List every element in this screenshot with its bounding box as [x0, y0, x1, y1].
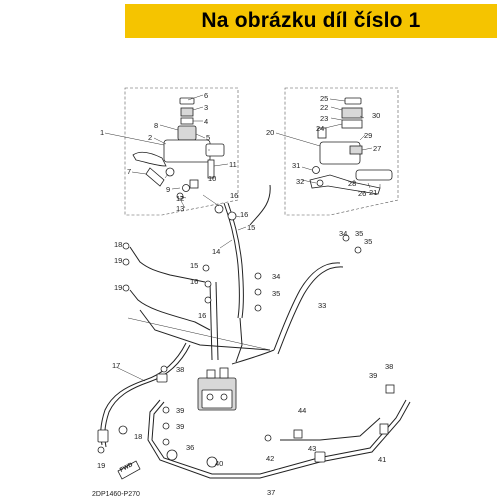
callout-8: 8: [154, 121, 158, 130]
callout-43: 43: [308, 444, 316, 453]
callout-7: 7: [127, 167, 131, 176]
callout-33: 33: [318, 301, 326, 310]
banner-text: Na obrázku díl číslo 1: [201, 9, 421, 32]
callout-9: 9: [166, 185, 170, 194]
callout-17: 17: [112, 361, 120, 370]
callout-19-b: 19: [114, 283, 122, 292]
callout-31: 31: [292, 161, 300, 170]
callout-16-c: 16: [190, 277, 198, 286]
callout-labels: 1 2 3 4 5 6 7 8 9 10 11 12 13 14 15 15 1…: [97, 91, 393, 497]
abs-hydraulic-unit: [197, 367, 237, 411]
callout-19-a: 19: [114, 256, 122, 265]
forward-direction-marker: FWD: [117, 460, 141, 480]
callout-38-right: 38: [385, 362, 393, 371]
callout-44: 44: [298, 406, 306, 415]
callout-26: 26: [358, 189, 366, 198]
callout-11: 11: [229, 160, 237, 169]
callout-1: 1: [100, 128, 104, 137]
part-number-banner: Na obrázku díl číslo 1: [125, 4, 497, 38]
callout-16-d: 16: [198, 311, 206, 320]
callout-14: 14: [212, 247, 220, 256]
callout-16-a: 16: [230, 191, 238, 200]
callout-32: 32: [296, 177, 304, 186]
callout-28: 28: [348, 179, 356, 188]
callout-4: 4: [204, 117, 208, 126]
callout-18-upper: 18: [114, 240, 122, 249]
callout-12: 12: [176, 194, 184, 203]
callout-25: 25: [320, 94, 328, 103]
callout-15-upper: 15: [247, 223, 255, 232]
rear-master-cylinder-box: [284, 87, 399, 216]
callout-42: 42: [266, 454, 274, 463]
diagram-code: 2DP1460-P270: [92, 491, 140, 498]
rear-brake-hose: [147, 384, 411, 479]
callout-3: 3: [204, 103, 208, 112]
callout-20: 20: [266, 128, 274, 137]
callout-35-c: 35: [272, 289, 280, 298]
callout-34-upper: 34: [339, 229, 347, 238]
callout-39-c: 39: [369, 371, 377, 380]
callout-30: 30: [372, 111, 380, 120]
callout-22: 22: [320, 103, 328, 112]
callout-36: 36: [186, 443, 194, 452]
callout-37: 37: [267, 488, 275, 497]
callout-40: 40: [215, 459, 223, 468]
callout-35-a: 35: [355, 229, 363, 238]
callout-23: 23: [320, 114, 328, 123]
callout-27: 27: [373, 144, 381, 153]
front-master-cylinder-box: [124, 87, 239, 216]
callout-15-lower: 15: [190, 261, 198, 270]
callout-24: 24: [316, 124, 324, 133]
callout-35-b: 35: [364, 237, 372, 246]
callout-6: 6: [204, 91, 208, 100]
callout-21: 21: [369, 188, 377, 197]
upper-brake-hoses: [202, 184, 344, 355]
callout-34-lower: 34: [272, 272, 280, 281]
callout-2: 2: [148, 133, 152, 142]
callout-10: 10: [208, 174, 216, 183]
callout-18-lower: 18: [134, 432, 142, 441]
callout-16-b: 16: [240, 210, 248, 219]
callout-13: 13: [176, 204, 184, 213]
rear-master-cylinder-assembly: [275, 97, 393, 195]
callout-29: 29: [364, 131, 372, 140]
front-master-cylinder-assembly: [104, 94, 229, 209]
callout-39-a: 39: [176, 406, 184, 415]
brake-pipes: [127, 246, 275, 365]
callout-41: 41: [378, 455, 386, 464]
fasteners: [122, 234, 362, 446]
callout-39-b: 39: [176, 422, 184, 431]
callout-19-c: 19: [97, 461, 105, 470]
callout-5: 5: [206, 133, 210, 142]
callout-38-left: 38: [176, 365, 184, 374]
front-left-brake-hose: [97, 342, 191, 454]
